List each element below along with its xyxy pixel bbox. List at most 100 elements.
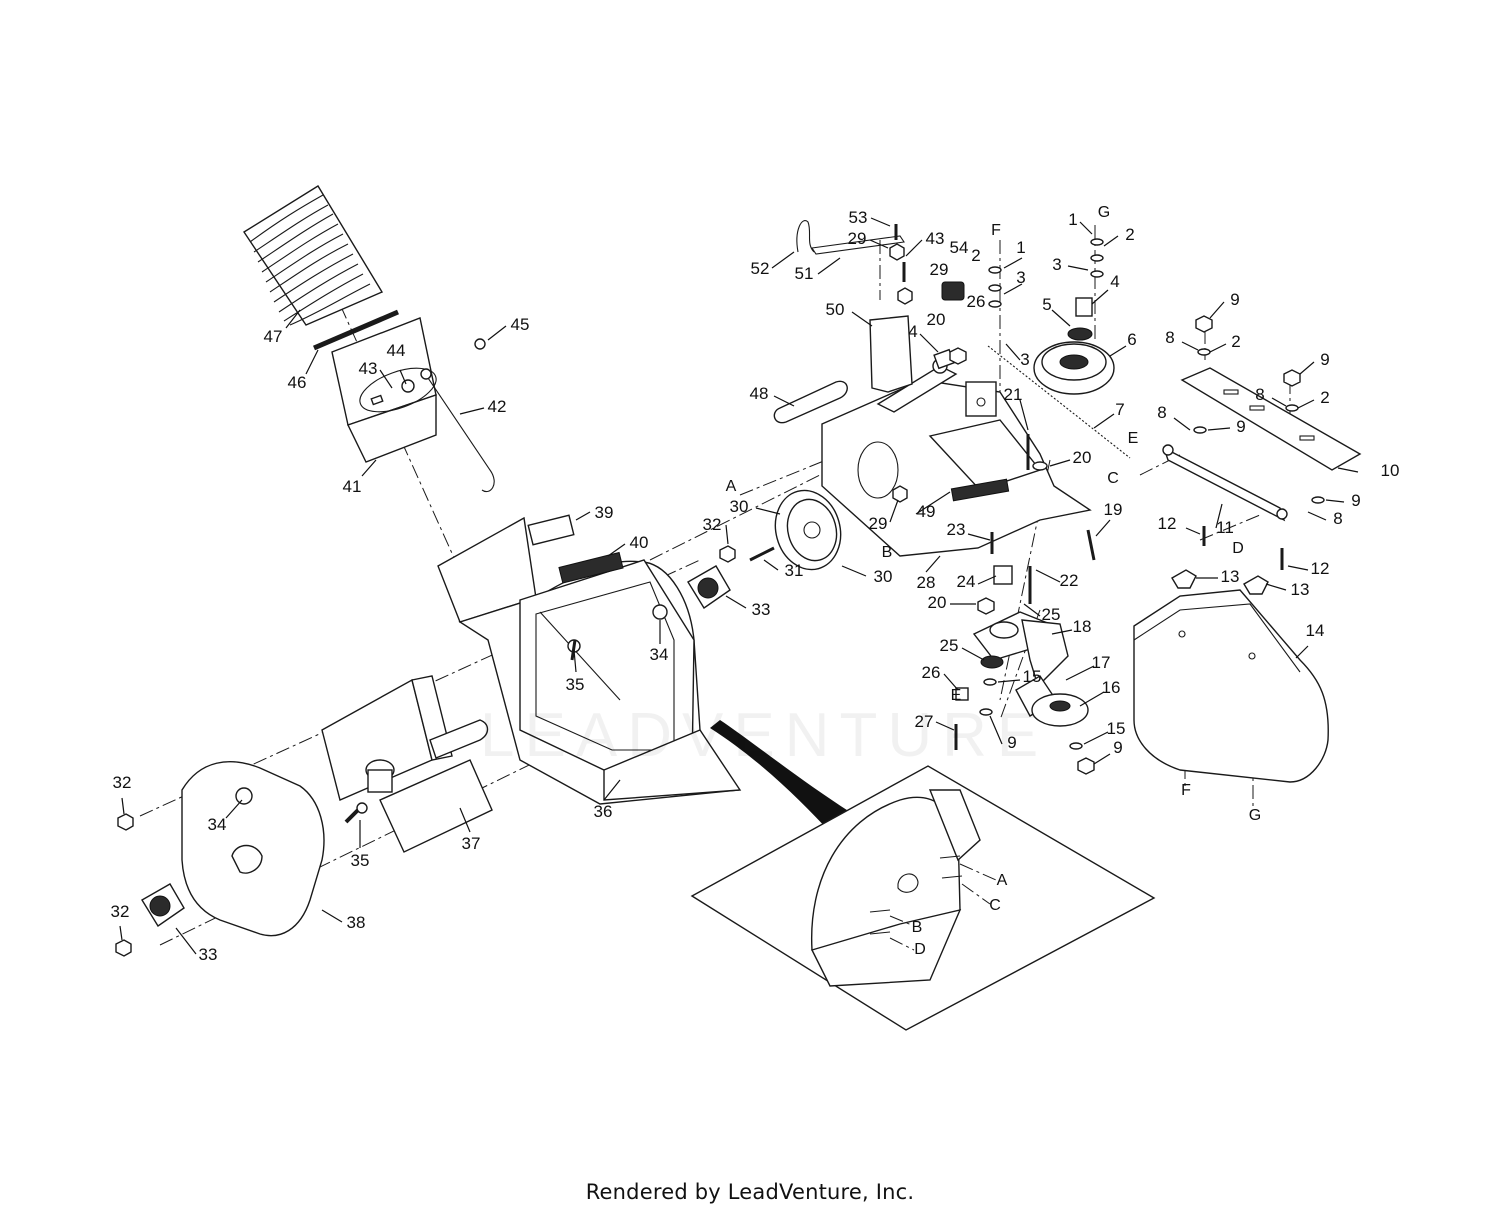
grip-part-48 [773,380,848,424]
callout-c47: 47 [264,327,283,346]
nut-part-32-b [115,939,132,957]
callout-c37: 37 [462,834,481,853]
callout-c33a: 33 [752,600,771,619]
callout-c6: 6 [1127,330,1136,349]
callout-c32b: 32 [113,773,132,792]
callout-c9f: 9 [1113,738,1122,757]
callout-c8c: 8 [1157,403,1166,422]
callout-c3a: 3 [1052,255,1061,274]
bearing-part-33-upper [687,565,731,609]
nut-part-32-c [719,545,736,563]
inset-detail-view [690,765,1156,1031]
callout-c23: 23 [947,520,966,539]
knob-part-13-a [1171,569,1197,589]
callout-c34b: 34 [208,815,227,834]
callout-c15a: 15 [1023,667,1042,686]
nut-part-20-c [977,597,995,615]
ref-letter-lF: F [991,222,1001,239]
washer-part-15-b [1069,742,1083,750]
callout-c42: 42 [488,397,507,416]
callout-c12b: 12 [1311,559,1330,578]
callout-c2c: 2 [1320,388,1329,407]
callout-c3b: 3 [1016,268,1025,287]
callout-c30a: 30 [730,497,749,516]
callout-c2d: 2 [971,246,980,265]
callout-c52: 52 [751,259,770,278]
nut-part-32-a [117,813,134,831]
callout-c38: 38 [347,913,366,932]
chute-adapter-part-41 [331,317,437,463]
bearing-part-25 [980,655,1004,669]
nut-part-45 [474,338,486,350]
belt-cover-part-14 [1133,589,1329,783]
nut-part-20-a [949,347,967,365]
nut-part-9-b [1283,369,1301,387]
ref-letter-lG2: G [1249,807,1261,824]
washer-part-9-d [1311,496,1325,504]
impeller-part-37 [321,675,493,853]
nut-part-9-f [1077,757,1095,775]
ref-letter-lE2: E [951,687,962,704]
hairpin-part-52 [796,220,815,253]
callout-c18: 18 [1073,617,1092,636]
callout-c13b: 13 [1291,580,1310,599]
callout-c28: 28 [917,573,936,592]
callout-c3c: 3 [1020,350,1029,369]
support-bracket-part-50 [869,315,913,393]
washer-part-15-a [983,678,997,686]
mount-plate-part-10 [1180,367,1362,471]
ref-letter-lE1: E [1128,430,1139,447]
callout-c8a: 8 [1165,328,1174,347]
callout-c1b: 1 [1016,238,1025,257]
callout-c12a: 12 [1158,514,1177,533]
callout-c46: 46 [288,373,307,392]
washer-part-20-b [1032,461,1048,471]
callout-c35b: 35 [351,851,370,870]
washer-part-9-c [1193,426,1207,434]
bolt-part-19 [1086,529,1096,561]
bolt-part-35-upper [570,639,577,661]
callout-c41: 41 [343,477,362,496]
knob-part-13-b [1243,575,1269,595]
idler-arm-part-18 [972,611,1069,688]
callout-c34a: 34 [650,645,669,664]
ref-letter-lC1: C [1107,470,1119,487]
ref-letter-lB2: B [912,919,923,936]
callout-c54: 54 [950,238,969,257]
main-bracket-part-28 [821,358,1092,557]
callout-c35a: 35 [566,675,585,694]
callout-c15b: 15 [1107,719,1126,738]
callout-c13a: 13 [1221,567,1240,586]
callout-c44: 44 [387,341,406,360]
nut-part-29-b [897,287,913,305]
rod-part-46 [313,309,399,351]
washers-part-1-2-3 [988,238,1104,308]
bolt-part-35 [344,802,368,824]
washer-part-8-b [1285,404,1299,412]
callout-c9a: 9 [1230,290,1239,309]
callout-c4b: 4 [908,322,917,341]
ref-letter-lG: G [1098,204,1110,221]
callout-c1a: 1 [1068,210,1077,229]
inset-connector [710,720,850,832]
callout-c51: 51 [795,264,814,283]
callout-c11: 11 [1216,518,1234,537]
washer-part-8-a [1197,348,1211,356]
bushing-part-24 [993,565,1013,585]
callout-c33b: 33 [199,945,218,964]
callout-c17: 17 [1092,653,1111,672]
callout-c49: 49 [917,502,936,521]
ref-letter-lF2: F [1181,782,1191,799]
spacer-part-26 [955,687,969,701]
callout-c48: 48 [750,384,769,403]
washer-part-9-e [979,708,993,716]
ref-letter-lA1: A [726,478,737,495]
callout-c20a: 20 [927,310,946,329]
flex-chute-part-47 [243,185,384,326]
callout-c19: 19 [1104,500,1123,519]
bearing-part-33-lower [141,883,185,927]
callout-c24: 24 [957,572,976,591]
callout-c4a: 4 [1110,272,1119,291]
